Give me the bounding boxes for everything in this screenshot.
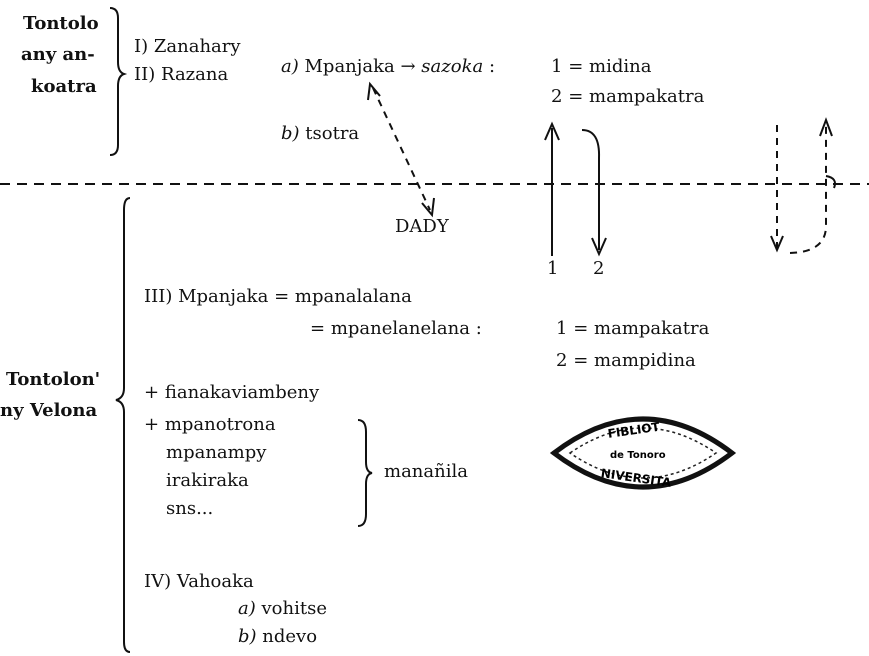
item-iv-text: Vahoaka [176,571,254,592]
iv-list-b-marker: b) [238,626,257,647]
item-iii-value2: mpanelanelana [330,318,470,339]
arrow-2-down [581,129,601,250]
plus-item-1-sign: + [144,382,160,403]
lower-world-label-line-2: ny Velona [0,400,98,421]
dashed-arrow-hook [825,175,836,189]
plain-item-3: sns... [166,498,214,519]
dashed-arrow-up-head [819,117,833,137]
lower-world-label-line-1: Tontolon' [6,369,101,390]
iv-list-b-text: ndevo [262,626,318,647]
branch-a-term: sazoka [421,56,484,77]
plus-item-1-text: fianakaviambeny [164,382,320,403]
sazoka-2-eq: = [568,86,584,107]
item-ii-text: Razana [160,64,229,85]
item-iii-text: Mpanjaka [178,286,269,307]
iii-list-1: 1 = mampakatra [556,320,709,338]
item-iii-eq2: = [310,318,326,339]
item-iii: III) Mpanjaka = mpanalalana [144,288,412,306]
lower-world-bracket [115,197,131,653]
iii-list-1-eq: = [573,318,589,339]
item-ii-num: II) [134,64,156,85]
plain-item-1: mpanampy [166,442,267,463]
item-iii-line-2: = mpanelanelana : [310,320,482,338]
dady-label: DADY [395,216,449,237]
plus-item-2: + mpanotrona [144,416,276,434]
arrow-1-head [544,121,560,141]
branch-b: b) tsotra [281,125,359,143]
plain-item-2: irakiraka [166,470,249,491]
branch-a-marker: a) [281,56,299,77]
mpanjaka-dady-link [372,87,431,211]
iv-list-a-text: vohitse [261,598,327,619]
iii-list-1-num: 1 [556,318,568,339]
item-i-text: Zanahary [153,36,241,57]
dashed-arrow-up [789,122,827,254]
sazoka-1-value: midina [589,56,652,77]
mpanjaka-arrowhead [367,81,381,101]
branch-b-marker: b) [281,123,300,144]
sazoka-2: 2 = mampakatra [551,88,704,106]
upper-world-label-line-1: Tontolo [23,13,99,34]
manaila-brace [357,419,373,527]
manaila-label: manañila [384,461,468,482]
branch-b-text: tsotra [305,123,360,144]
upper-world-label-line-2: any an- [21,44,95,65]
iv-list-a-marker: a) [238,598,256,619]
branch-a: a) Mpanjaka → sazoka : [281,58,495,76]
item-iii-colon: : [475,318,482,339]
sazoka-1: 1 = midina [551,58,651,76]
item-i-num: I) [134,36,149,57]
item-iii-value1: mpanalalana [294,286,412,307]
item-iv: IV) Vahoaka [144,573,254,591]
iii-list-1-value: mampakatra [594,318,710,339]
arrow-2-label: 2 [593,258,605,279]
item-iii-num: III) [144,286,173,307]
plus-item-1: + fianakaviambeny [144,384,319,402]
arrow-1-label: 1 [547,258,559,279]
item-i: I) Zanahary [134,38,241,56]
branch-a-text: Mpanjaka [304,56,395,77]
dashed-arrow-down-head [770,235,784,253]
stamp-text-middle: de Tonoro [610,450,666,461]
plus-item-2-sign: + [144,414,160,435]
sazoka-2-value: mampakatra [589,86,705,107]
upper-world-label-line-3: koatra [31,76,97,97]
iv-list-b: b) ndevo [238,628,317,646]
sazoka-1-num: 1 [551,56,563,77]
iv-list-a: a) vohitse [238,600,327,618]
iii-list-2-num: 2 [556,350,568,371]
upper-world-bracket [109,7,128,156]
iii-list-2-value: mampidina [594,350,696,371]
arrow-2-head [591,237,607,257]
item-iii-eq1: = [274,286,290,307]
branch-a-colon: : [488,56,496,77]
stamp-graphic: FIBLIOT de Tonoro NIVERSITA [549,416,737,490]
sazoka-1-eq: = [568,56,584,77]
branch-a-arrow: → [400,56,416,77]
iii-list-2: 2 = mampidina [556,352,696,370]
dady-arrowhead [421,197,435,218]
sazoka-2-num: 2 [551,86,563,107]
plus-item-2-text: mpanotrona [164,414,276,435]
item-iv-num: IV) [144,571,172,592]
item-ii: II) Razana [134,66,228,84]
iii-list-2-eq: = [573,350,589,371]
library-stamp: FIBLIOT de Tonoro NIVERSITA [548,407,738,499]
